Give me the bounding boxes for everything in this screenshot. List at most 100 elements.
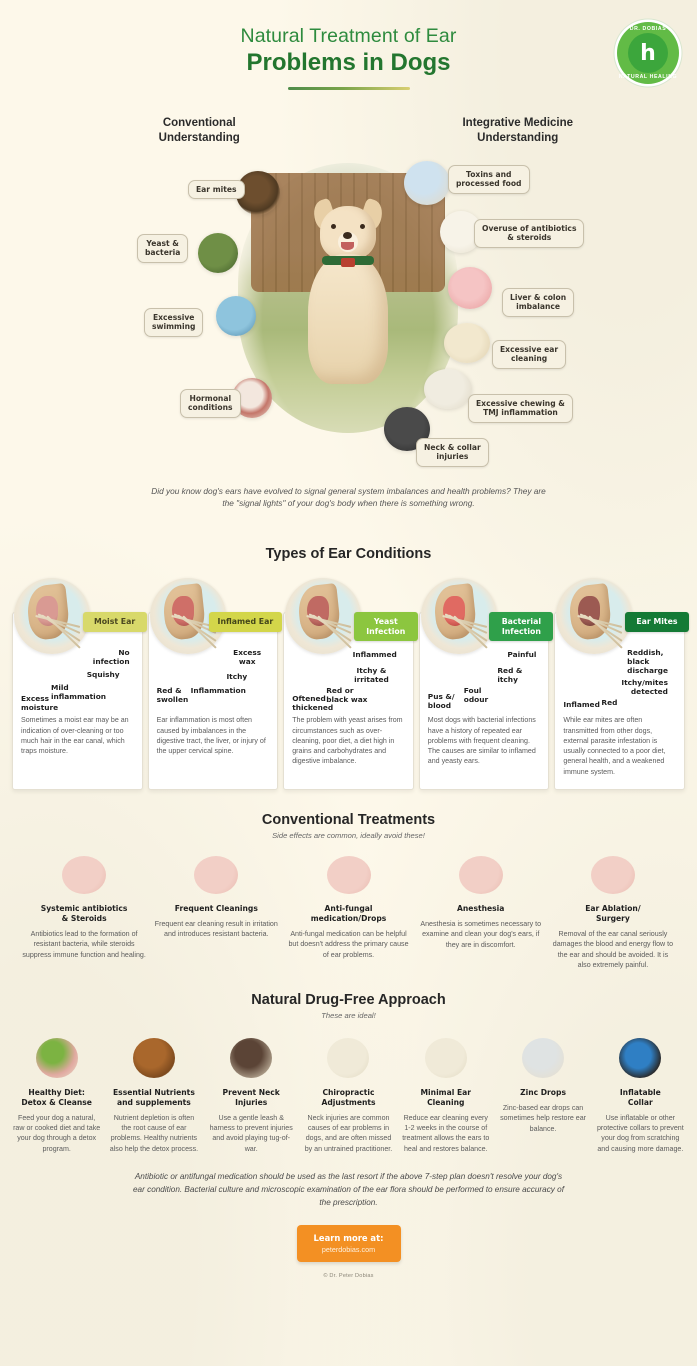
- dropper-bottle-icon: [515, 1034, 571, 1082]
- condition-card-inflamed-ear[interactable]: Inflamed Ear Excess wax Itchy Inflammati…: [147, 578, 283, 791]
- treatment-systemic-antibiotics-steroids[interactable]: Systemic antibiotics & Steroids Antibiot…: [18, 852, 150, 970]
- treatment-anti-fungal-medication[interactable]: Anti-fungal medication/Drops Anti-fungal…: [282, 852, 414, 970]
- treatment-name-line1: Anesthesia: [457, 904, 505, 914]
- treatment-blob: [194, 856, 239, 895]
- natural-item-description: Neck injuries are common causes of ear p…: [304, 1113, 393, 1153]
- conventional-treatments-row: Systemic antibiotics & Steroids Antibiot…: [0, 852, 697, 970]
- symptom-no-infection: No infection: [93, 648, 130, 667]
- symptom-line3: discharge: [627, 666, 668, 675]
- symptom-excess-moisture: Excess moisture: [21, 694, 58, 713]
- treatment-anesthesia[interactable]: Anesthesia Anesthesia is sometimes neces…: [415, 852, 547, 970]
- learn-more-button[interactable]: Learn more at: peterdobias.com: [296, 1225, 401, 1263]
- symptom-zone: Inflammed Itchy & irritated Red or black…: [292, 649, 405, 713]
- natural-item-name: Prevent Neck Injuries: [207, 1088, 296, 1108]
- cause-tag-hormonal-line1: Hormonal: [189, 393, 232, 403]
- cause-tag-toxins-processed-food[interactable]: Toxins and processed food: [448, 164, 530, 195]
- condition-label-moist-ear: Moist Ear: [82, 612, 147, 632]
- copyright-text: © Dr. Peter Dobias: [323, 1273, 374, 1280]
- symptom-line1: Squishy: [86, 670, 120, 680]
- symptom-oftened-thickened: Oftened thickened: [292, 694, 334, 713]
- ear-hairs: [427, 613, 495, 662]
- natural-item-name: Chiropractic Adjustments: [304, 1088, 393, 1108]
- condition-card-ear-mites[interactable]: Ear Mites Reddish, black discharge Itchy…: [554, 578, 689, 791]
- condition-card-bacterial-infection[interactable]: Bacterial Infection Painful Red & itchy …: [418, 578, 554, 791]
- cause-tag-neck-collar-injuries[interactable]: Neck & collar injuries: [416, 437, 489, 468]
- cause-tag-excessive-ear-cleaning[interactable]: Excessive ear cleaning: [492, 339, 567, 370]
- cause-tag-hormonal-conditions[interactable]: Hormonal conditions: [180, 388, 241, 419]
- treatment-frequent-cleanings[interactable]: Frequent Cleanings Frequent ear cleaning…: [150, 852, 282, 970]
- symptom-line1: Red: [601, 698, 618, 708]
- natural-item-healthy-diet[interactable]: Healthy Diet: Detox & Cleanse Feed your …: [8, 1034, 105, 1154]
- dog-photo: [238, 162, 458, 433]
- natural-name-line1: Inflatable: [619, 1088, 661, 1098]
- cause-tag-excessive-swimming[interactable]: Excessive swimming: [144, 307, 204, 338]
- symptom-line2: thickened: [292, 703, 334, 713]
- natural-item-essential-nutrients[interactable]: Essential Nutrients and supplements Nutr…: [105, 1034, 202, 1154]
- symptom-mild-inflammation: Mild inflammation: [51, 683, 106, 702]
- conventional-treatments-subheading: Side effects are common, ideally avoid t…: [272, 831, 425, 841]
- integrative-heading-line2: Understanding: [477, 132, 559, 145]
- cause-tag-toxins-line2: processed food: [456, 179, 522, 189]
- symptom-squishy: Squishy: [86, 670, 120, 680]
- cause-tag-neck-line1: Neck & collar: [424, 442, 481, 452]
- cause-tag-overuse-antibiotics[interactable]: Overuse of antibiotics & steroids: [474, 218, 585, 249]
- ear-cross-section-icon: [556, 578, 633, 655]
- cause-tag-ear-mites[interactable]: Ear mites: [188, 179, 245, 200]
- symptom-itchy: Itchy: [226, 672, 247, 682]
- treatment-name: Anti-fungal medication/Drops: [286, 904, 410, 924]
- symptom-reddish-black-discharge: Reddish, black discharge: [627, 648, 668, 676]
- symptom-line2: detected: [630, 687, 668, 697]
- cause-tag-cleaning-line2: cleaning: [510, 354, 548, 364]
- cause-tag-swimming-line1: Excessive: [152, 312, 195, 322]
- treatment-name: Anesthesia: [419, 904, 543, 914]
- cause-tag-chewing-line1: Excessive chewing &: [476, 398, 565, 408]
- natural-item-zinc-drops[interactable]: Zinc Drops Zinc-based ear drops can some…: [494, 1034, 591, 1154]
- symptom-red-swollen: Red & swollen: [157, 686, 189, 705]
- swimming-dog-icon: [216, 295, 256, 336]
- symptom-line1: Inflamed: [563, 700, 600, 710]
- anesthesia-mask-icon: [453, 852, 509, 898]
- symptom-itchy-mites-detected: Itchy/mites detected: [621, 678, 668, 697]
- logo-monogram-icon: h: [640, 40, 656, 66]
- cause-tag-hormonal-line2: conditions: [188, 403, 233, 413]
- natural-item-name: Healthy Diet: Detox & Cleanse: [12, 1088, 101, 1108]
- natural-item-description: Reduce ear cleaning every 1-2 weeks in t…: [402, 1113, 490, 1153]
- harness-leash-icon: [223, 1034, 279, 1082]
- symptom-line1: No: [118, 648, 130, 658]
- dr-dobias-logo[interactable]: DR. DOBIAS h NATURAL HEALING: [617, 22, 679, 84]
- symptom-line1: Oftened: [292, 694, 326, 704]
- natural-item-minimal-ear-cleaning[interactable]: Minimal Ear Cleaning Reduce ear cleaning…: [397, 1034, 494, 1154]
- natural-item-prevent-neck-injuries[interactable]: Prevent Neck Injuries Use a gentle leash…: [203, 1034, 300, 1154]
- condition-card-moist-ear[interactable]: Moist Ear No infection Squishy Mild infl…: [12, 578, 147, 791]
- natural-blob: [619, 1038, 662, 1079]
- natural-blob: [35, 1038, 78, 1079]
- dog-eye-left: [331, 223, 336, 229]
- natural-approach-subheading: These are ideal!: [321, 1011, 376, 1021]
- cause-tag-neck-line2: injuries: [436, 452, 469, 462]
- supplement-bottles-icon: [126, 1034, 182, 1082]
- natural-item-inflatable-collar[interactable]: Inflatable Collar Use inflatable or othe…: [592, 1034, 689, 1154]
- treatment-name-line1: Ear Ablation/: [585, 904, 641, 914]
- cause-tag-cleaning-line1: Excessive ear: [500, 344, 559, 354]
- treatment-name: Ear Ablation/ Surgery: [551, 904, 675, 924]
- condition-description: Most dogs with bacterial infections have…: [427, 716, 536, 766]
- condition-card-yeast-infection[interactable]: Yeast Infection Inflammed Itchy & irrita…: [283, 578, 418, 791]
- symptom-zone: Reddish, black discharge Itchy/mites det…: [563, 648, 676, 711]
- natural-item-chiropractic-adjustments[interactable]: Chiropractic Adjustments Neck injuries a…: [300, 1034, 397, 1154]
- symptom-foul-odour: Foul odour: [464, 686, 488, 705]
- cause-tag-liver-colon-imbalance[interactable]: Liver & colon imbalance: [502, 287, 575, 318]
- natural-name-line1: Minimal Ear: [420, 1088, 472, 1098]
- cause-tag-yeast-bacteria[interactable]: Yeast & bacteria: [137, 233, 189, 264]
- treatment-ear-ablation-surgery[interactable]: Ear Ablation/ Surgery Removal of the ear…: [547, 852, 679, 970]
- cause-tag-antibiotics-line1: Overuse of antibiotics: [482, 223, 577, 233]
- symptom-itchy-irritated: Itchy & irritated: [354, 666, 389, 685]
- natural-item-name: Zinc Drops: [498, 1088, 587, 1098]
- natural-name-line2: Cleaning: [427, 1097, 465, 1107]
- treatment-description: Anti-fungal medication can be helpful bu…: [288, 929, 409, 959]
- symptom-red: Red: [601, 698, 618, 708]
- natural-name-line1: Zinc Drops: [520, 1088, 566, 1098]
- ear-cross-section-icon: [420, 578, 497, 655]
- cause-tag-swimming-line2: swimming: [152, 322, 196, 332]
- condition-label-text: Moist Ear: [93, 617, 136, 627]
- cause-tag-excessive-chewing-tmj[interactable]: Excessive chewing & TMJ inflammation: [468, 393, 573, 424]
